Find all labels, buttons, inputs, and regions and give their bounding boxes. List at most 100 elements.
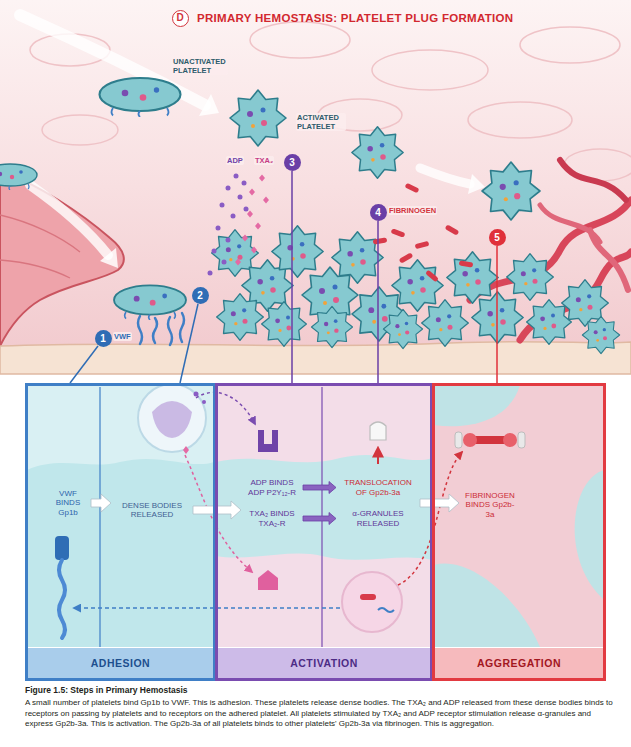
txa2-molecule	[249, 189, 255, 196]
platelet-plug	[311, 306, 352, 347]
fibrinogen-molecule	[373, 183, 474, 283]
activation-detail	[378, 608, 394, 612]
activation-detail	[370, 422, 386, 440]
flow-arrow	[303, 482, 336, 494]
release-path	[196, 392, 255, 424]
aggregation-detail	[455, 432, 462, 448]
endothelium	[0, 215, 80, 278]
step-panel: AGGREGATIONFIBRINOGEN BINDS Gp2b-3a	[432, 383, 606, 681]
platelet	[230, 90, 286, 146]
collagen-fiber	[540, 205, 600, 242]
step-text: DENSE BODIES RELEASED	[114, 501, 190, 520]
adhesion-detail	[138, 384, 206, 452]
fibrinogen-molecule	[373, 237, 388, 244]
fibrinogen-molecule	[405, 183, 420, 193]
adhesion-detail	[202, 400, 206, 404]
molecule-label: ADP	[226, 156, 244, 165]
adhesion-detail	[152, 401, 192, 438]
flow-arrow	[420, 494, 459, 512]
activation-detail	[258, 430, 278, 452]
aggregation-detail	[434, 564, 540, 647]
platelet-plug	[392, 260, 443, 311]
vessel-lumen	[468, 102, 572, 138]
endothelium	[0, 170, 124, 346]
adp-molecule	[222, 260, 227, 265]
vessel-lumen	[250, 22, 350, 58]
adhesion-detail	[183, 446, 189, 454]
platelet-plug	[422, 300, 469, 347]
leader-line	[496, 246, 498, 383]
molecule-label: VWF	[113, 332, 132, 341]
flow-arrow	[303, 513, 336, 525]
leader-line	[70, 171, 497, 383]
adp-molecule	[208, 174, 249, 276]
txa2-molecule	[255, 223, 261, 230]
stage-label: ACTIVATION	[218, 648, 430, 678]
fibrinogen-molecule	[425, 270, 439, 283]
flow-arrow-shape	[303, 482, 336, 494]
vwf-strand	[153, 318, 157, 343]
collagen-fiber	[470, 200, 631, 300]
callout-number: 1	[95, 330, 112, 347]
subendothelium	[0, 342, 631, 374]
step-panel: ADHESIONVWF BINDS Gp1bDENSE BODIES RELEA…	[25, 383, 216, 681]
platelet-plug	[507, 254, 554, 301]
leader-line	[377, 221, 379, 383]
adhesion-detail	[55, 536, 69, 560]
flow-arrow	[91, 494, 111, 512]
figure-letter: D	[172, 10, 189, 27]
aggregation-detail	[518, 432, 525, 448]
vessel-lumen	[0, 0, 631, 374]
step-text: TRANSLOCATION OF Gp2b-3a	[339, 478, 417, 497]
aggregation-detail	[434, 385, 520, 426]
adp-molecule	[220, 203, 225, 208]
aggregation-detail	[432, 385, 604, 647]
step-note: ADP BINDS ADP P2Y₁₂-RTXA₂ BINDS TXA₂-R	[242, 476, 302, 530]
step-text: ADP BINDS ADP P2Y₁₂-R	[244, 478, 300, 497]
release-path	[74, 607, 340, 609]
vwf-strand	[168, 317, 172, 345]
vessel-lumen	[520, 27, 620, 63]
platelet	[0, 78, 540, 320]
fibrinogen-molecule	[399, 252, 414, 263]
callout-number: 2	[192, 287, 209, 304]
activation-detail	[342, 572, 402, 632]
callout-number: 4	[370, 204, 387, 221]
adp-molecule	[208, 271, 213, 276]
platelet	[114, 285, 186, 320]
aggregation-detail	[575, 470, 604, 600]
aggregation-detail	[463, 433, 477, 447]
step-note: DENSE BODIES RELEASED	[112, 499, 192, 522]
molecule-label: TXA₂	[254, 156, 274, 165]
platelet-plug	[217, 294, 264, 341]
platelet-plug	[527, 300, 572, 345]
txa2-molecule	[263, 197, 269, 204]
platelet-plug	[447, 252, 498, 303]
blood-flow-arrow	[20, 15, 485, 268]
flow-arrow-shape	[91, 494, 111, 512]
platelet	[0, 164, 37, 190]
vwf-strand	[180, 313, 184, 342]
leader-line	[70, 346, 98, 383]
adp-molecule	[231, 214, 236, 219]
blood-flow-arrow	[420, 168, 470, 184]
leader-line	[291, 171, 293, 383]
callout-number: 5	[489, 229, 506, 246]
platelet-plug	[212, 226, 620, 354]
adp-molecule	[212, 249, 217, 254]
molecule-label: FIBRINOGEN	[388, 206, 437, 215]
txa2-molecule	[251, 247, 257, 254]
figure-title: PRIMARY HEMOSTASIS: PLATELET PLUG FORMAT…	[197, 12, 513, 24]
figure-caption: Figure 1.5: Steps in Primary Hemostasis	[25, 685, 188, 695]
vessel-lumen	[0, 0, 631, 374]
part-label: UNACTIVATED PLATELET	[172, 57, 228, 75]
adp-molecule	[238, 195, 243, 200]
platelet	[482, 162, 540, 220]
txa2-molecule	[247, 211, 253, 218]
step-text: α-GRANULES RELEASED	[339, 509, 417, 528]
vwf-strand	[138, 313, 184, 345]
activation-detail	[258, 570, 278, 590]
release-path	[74, 392, 462, 608]
adhesion-detail	[27, 459, 214, 647]
step-note: FIBRINOGEN BINDS Gp2b-3a	[460, 489, 520, 522]
